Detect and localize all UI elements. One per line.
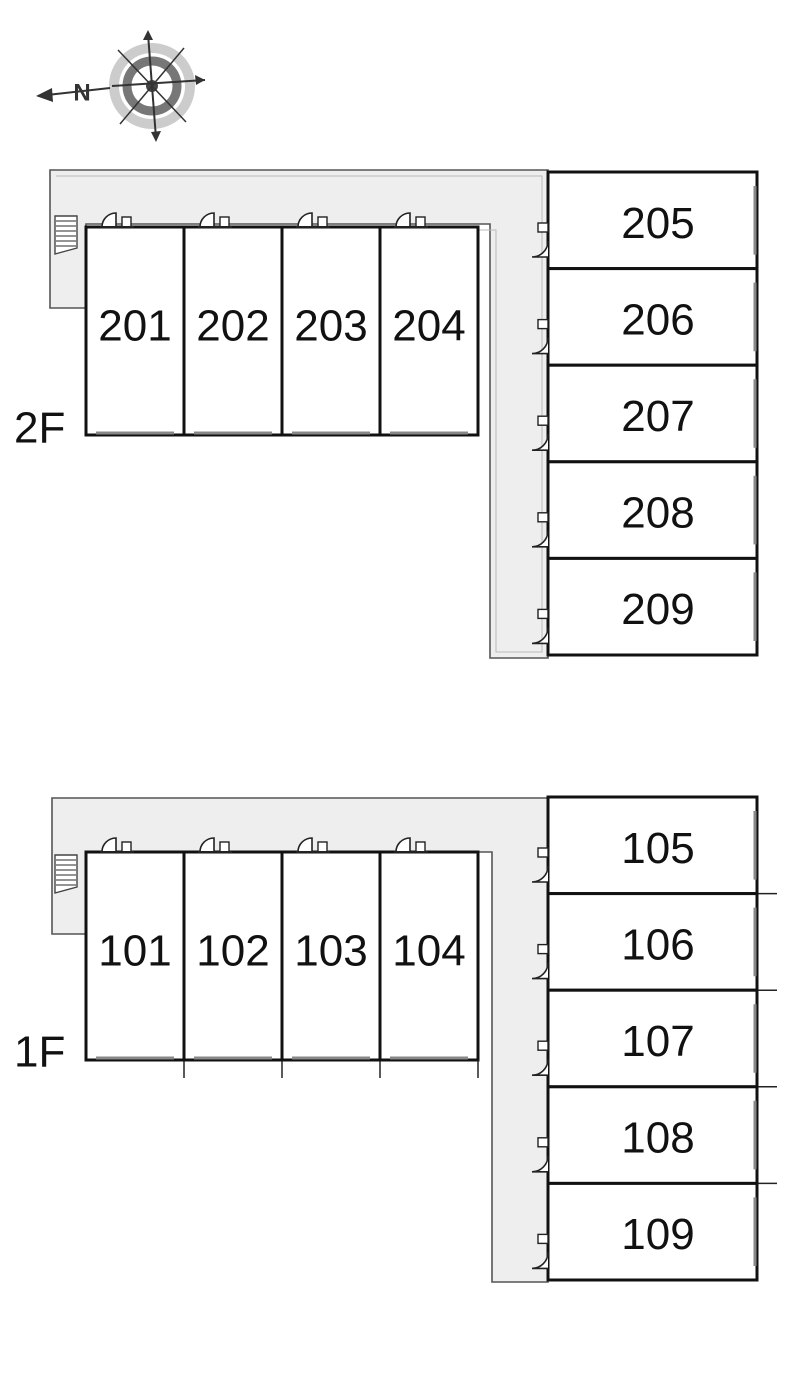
room-outline: [546, 795, 759, 896]
door-icon: [296, 837, 330, 853]
room-number: 205: [621, 199, 694, 248]
room-number: 108: [621, 1114, 694, 1163]
door-icon: [296, 212, 330, 228]
room-number: 101: [98, 927, 171, 976]
room-108: 108: [546, 1085, 759, 1185]
room-number: 204: [392, 302, 465, 351]
compass: N: [36, 30, 206, 142]
stairs-icon: [54, 215, 78, 255]
room-number: 209: [621, 585, 694, 634]
room-number: 103: [294, 927, 367, 976]
room-number: 102: [196, 927, 269, 976]
room-201: 201: [84, 225, 186, 437]
door-icon: [394, 837, 428, 853]
room-outline: [546, 170, 759, 271]
door-icon: [198, 837, 232, 853]
door-icon: [198, 212, 232, 228]
door-icon: [531, 415, 549, 451]
room-outline: [546, 988, 759, 1089]
door-icon: [531, 1137, 549, 1173]
door-icon: [531, 1233, 549, 1270]
room-outline: [280, 225, 382, 437]
room-104: 104: [378, 850, 480, 1062]
room-105: 105: [546, 795, 759, 896]
door-icon: [531, 608, 549, 645]
room-204: 204: [378, 225, 480, 437]
room-109: 109: [546, 1181, 759, 1282]
floor-1f: 101 102 103 104 105 106 107 108 109 1F: [14, 795, 777, 1283]
room-202: 202: [182, 225, 284, 437]
door-icon: [531, 943, 549, 980]
room-106: 106: [546, 892, 759, 992]
room-number: 202: [196, 302, 269, 351]
room-209: 209: [546, 556, 759, 657]
door-icon: [394, 212, 428, 228]
room-number: 201: [98, 302, 171, 351]
room-number: 107: [621, 1017, 694, 1066]
door-icon: [531, 318, 549, 355]
room-outline: [280, 850, 382, 1062]
room-number: 106: [621, 920, 694, 969]
room-number: 104: [392, 927, 465, 976]
north-label: N: [73, 80, 90, 107]
room-number: 109: [621, 1210, 694, 1259]
room-number: 206: [621, 295, 694, 344]
room-103: 103: [280, 850, 382, 1062]
room-number: 203: [294, 302, 367, 351]
room-203: 203: [280, 225, 382, 437]
door-icon: [100, 212, 134, 228]
room-206: 206: [546, 267, 759, 367]
room-number: 105: [621, 824, 694, 873]
room-outline: [182, 225, 284, 437]
room-outline: [84, 225, 186, 437]
floor-label: 2F: [14, 404, 65, 453]
room-outline: [546, 363, 759, 464]
room-outline: [546, 460, 759, 560]
room-outline: [378, 225, 480, 437]
room-205: 205: [546, 170, 759, 271]
door-icon: [531, 1040, 549, 1076]
room-102: 102: [182, 850, 284, 1062]
room-outline: [546, 1181, 759, 1282]
room-207: 207: [546, 363, 759, 464]
room-outline: [546, 892, 759, 992]
room-outline: [546, 267, 759, 367]
room-101: 101: [84, 850, 186, 1062]
room-outline: [378, 850, 480, 1062]
floor-label: 1F: [14, 1028, 65, 1077]
north-arrow: N: [36, 80, 111, 107]
door-icon: [100, 837, 134, 853]
room-107: 107: [546, 988, 759, 1089]
door-icon: [531, 222, 549, 258]
room-208: 208: [546, 460, 759, 560]
room-outline: [546, 556, 759, 657]
stairs-icon: [54, 854, 78, 894]
room-number: 208: [621, 489, 694, 538]
door-icon: [531, 847, 549, 883]
floor-2f: 201 202 203 204 205 206 207 208 209 2F: [14, 169, 759, 659]
room-number: 207: [621, 392, 694, 441]
door-icon: [531, 512, 549, 548]
